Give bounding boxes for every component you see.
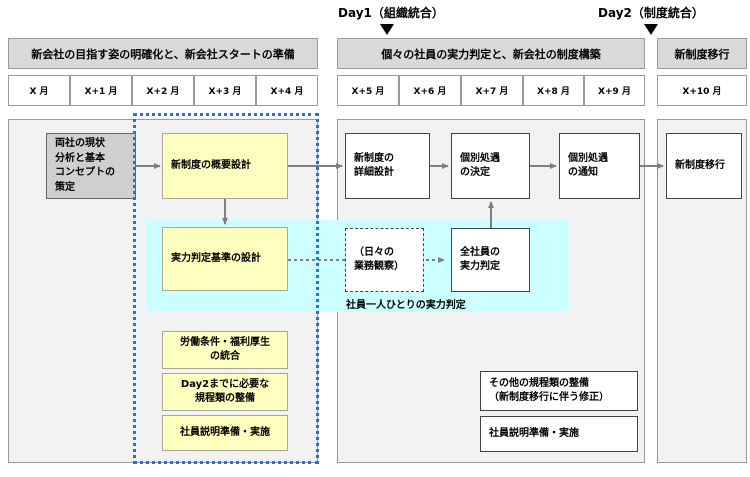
phase-header-1: 新会社の目指す姿の明確化と、新会社スタートの準備: [8, 38, 318, 69]
box-current-analysis: 両社の現状 分析と基本 コンセプトの 策定: [46, 133, 136, 199]
month-cell: X+9 月: [584, 75, 645, 106]
month-cell: X+5 月: [337, 75, 399, 106]
month-cell: X+1 月: [70, 75, 132, 106]
month-cell: X+7 月: [461, 75, 523, 106]
box-ability-criteria: 実力判定基準の設計: [162, 227, 288, 291]
band-label: 社員一人ひとりの実力判定: [346, 300, 466, 311]
box-individual-decision: 個別処遇 の決定: [451, 133, 530, 199]
box-other-rules: その他の規程類の整備 （新制度移行に伴う修正）: [480, 371, 638, 411]
day2-marker-icon: [644, 24, 658, 35]
month-cell: X+4 月: [256, 75, 318, 106]
day1-marker-icon: [380, 24, 394, 35]
box-other-rules-text: その他の規程類の整備 （新制度移行に伴う修正）: [489, 377, 609, 404]
box-labor-welfare-text: 労働条件・福利厚生 の統合: [180, 336, 270, 363]
box-explanation-prep-1: 社員説明準備・実施: [162, 415, 288, 451]
box-explanation-prep-2-text: 社員説明準備・実施: [489, 427, 579, 439]
day2-label: Day2（制度統合）: [598, 6, 704, 20]
phase-header-2: 個々の社員の実力判定と、新会社の制度構築: [337, 38, 645, 69]
box-new-system-detail-text: 新制度の 詳細設計: [354, 152, 394, 179]
month-cell: X 月: [8, 75, 70, 106]
box-explanation-prep-2: 社員説明準備・実施: [480, 416, 638, 452]
box-explanation-prep-1-text: 社員説明準備・実施: [180, 426, 270, 438]
box-all-employee-assessment-text: 全社員の 実力判定: [460, 246, 500, 273]
day1-label: Day1（組織統合）: [338, 6, 444, 20]
box-new-system-outline-text: 新制度の概要設計: [171, 159, 251, 171]
box-current-analysis-text: 両社の現状 分析と基本 コンセプトの 策定: [55, 138, 115, 193]
box-individual-notice: 個別処遇 の通知: [559, 133, 640, 199]
month-cell: X+6 月: [399, 75, 461, 106]
box-labor-welfare: 労働条件・福利厚生 の統合: [162, 331, 288, 369]
box-new-system-migration: 新制度移行: [666, 133, 742, 199]
box-ability-criteria-text: 実力判定基準の設計: [171, 252, 261, 264]
box-new-system-outline: 新制度の概要設計: [162, 133, 288, 199]
focus-highlight-outline: [133, 113, 319, 464]
box-rules-by-day2-text: Day2までに必要な 規程類の整備: [180, 378, 270, 405]
phase-header-3: 新制度移行: [657, 38, 747, 69]
box-new-system-detail: 新制度の 詳細設計: [345, 133, 430, 199]
box-new-system-migration-text: 新制度移行: [675, 159, 725, 171]
month-cell: X+3 月: [194, 75, 256, 106]
month-cell: X+10 月: [657, 75, 747, 106]
box-rules-by-day2: Day2までに必要な 規程類の整備: [162, 373, 288, 411]
box-all-employee-assessment: 全社員の 実力判定: [451, 228, 530, 292]
month-cell: X+8 月: [523, 75, 584, 106]
box-individual-notice-text: 個別処遇 の通知: [568, 152, 608, 179]
box-daily-observation: （日々の 業務観察）: [345, 228, 424, 292]
month-cell: X+2 月: [132, 75, 194, 106]
box-individual-decision-text: 個別処遇 の決定: [460, 152, 500, 179]
box-daily-observation-text: （日々の 業務観察）: [354, 246, 404, 273]
